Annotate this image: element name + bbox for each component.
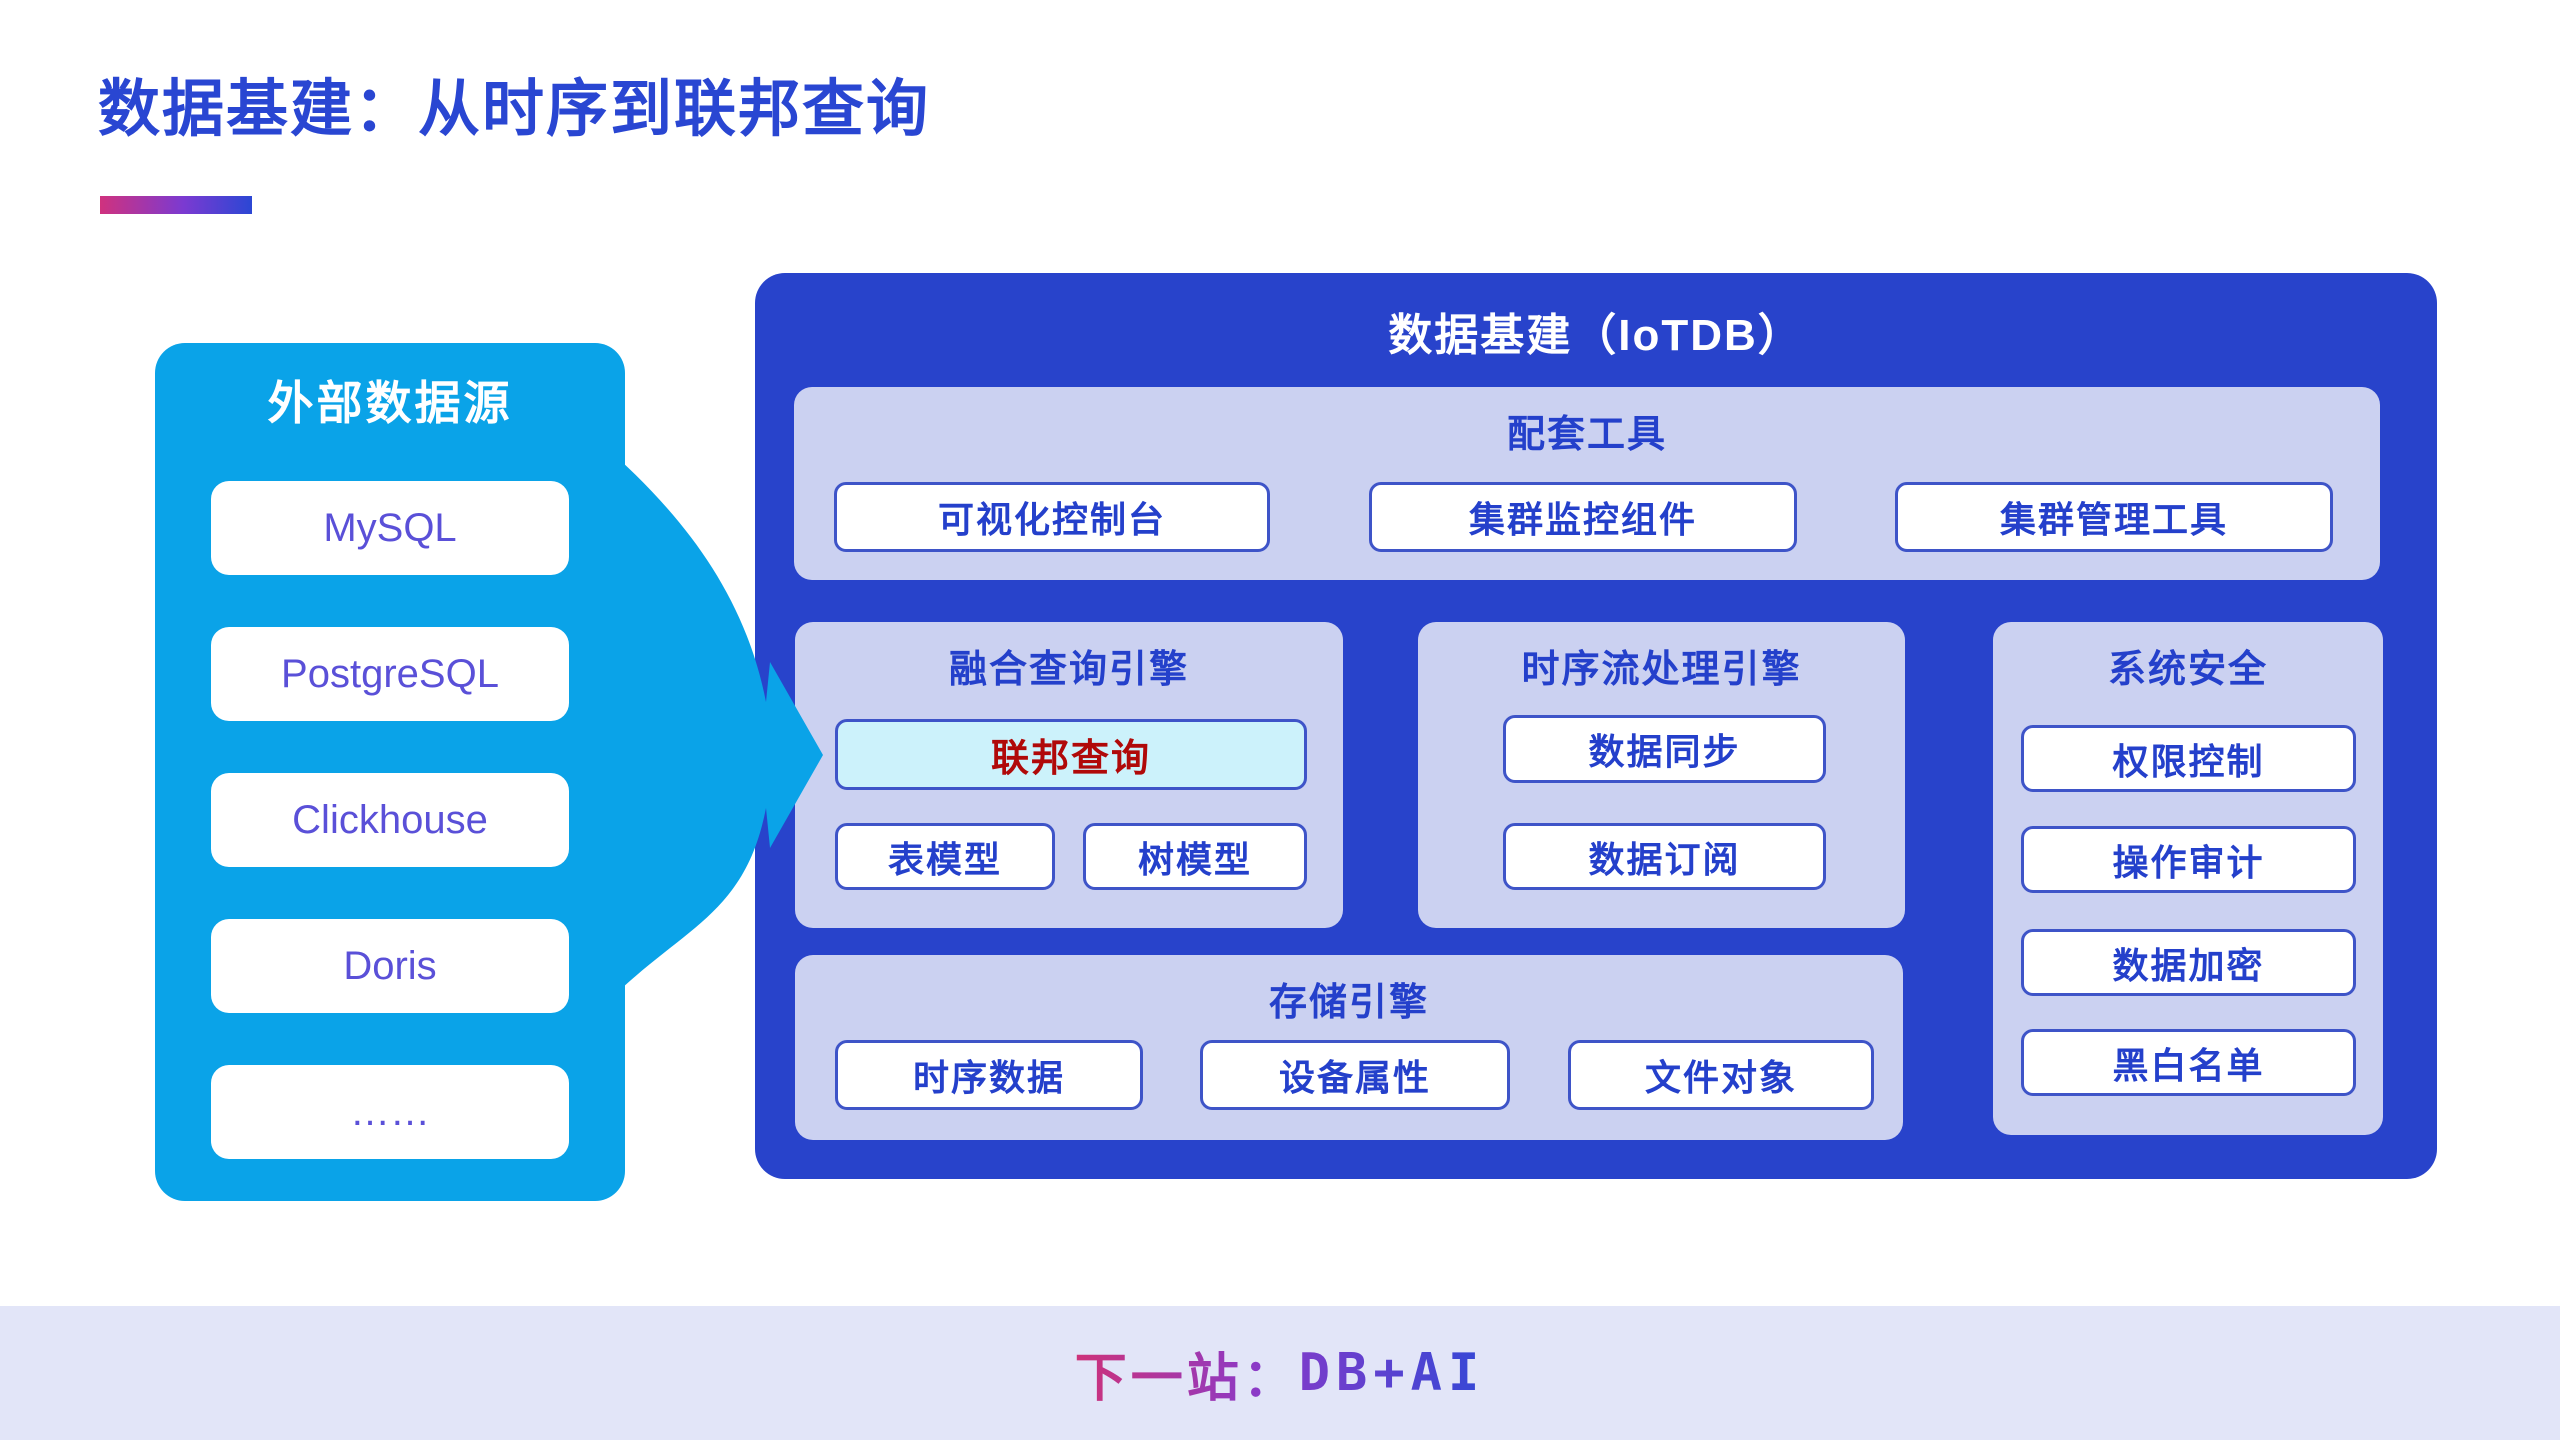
security-item-blacklist: 黑白名单 [2021, 1029, 2356, 1096]
footer-bar: 下一站： DB+AI [0, 1306, 2560, 1440]
storage-item-device-attr: 设备属性 [1200, 1040, 1510, 1110]
footer-suffix: DB+AI [1298, 1343, 1486, 1403]
model-item-table: 表模型 [835, 823, 1055, 890]
source-item-clickhouse: Clickhouse [211, 773, 569, 867]
external-sources-header: 外部数据源 [267, 377, 513, 429]
source-item-postgresql: PostgreSQL [211, 627, 569, 721]
storage-item-file-object: 文件对象 [1568, 1040, 1874, 1110]
stream-item-subscribe: 数据订阅 [1503, 823, 1826, 890]
query-engine-header: 融合查询引擎 [948, 649, 1189, 691]
tool-item-manage: 集群管理工具 [1895, 482, 2333, 552]
tool-item-console: 可视化控制台 [834, 482, 1270, 552]
security-item-audit: 操作审计 [2021, 826, 2356, 893]
security-item-encryption: 数据加密 [2021, 929, 2356, 996]
storage-item-timeseries: 时序数据 [835, 1040, 1143, 1110]
tools-header: 配套工具 [1506, 414, 1667, 456]
stream-engine-header: 时序流处理引擎 [1521, 649, 1802, 691]
source-item-mysql: MySQL [211, 481, 569, 575]
page-title: 数据基建：从时序到联邦查询 [98, 75, 931, 144]
stream-item-sync: 数据同步 [1503, 715, 1826, 783]
tools-panel: 配套工具 可视化控制台 集群监控组件 集群管理工具 [794, 387, 2380, 580]
iotdb-header: 数据基建（IoTDB） [1388, 311, 1804, 360]
title-underline [100, 196, 252, 214]
model-item-tree: 树模型 [1083, 823, 1307, 890]
footer-text: 下一站： DB+AI [1075, 1336, 1486, 1411]
security-header: 系统安全 [2107, 649, 2268, 691]
tool-item-monitor: 集群监控组件 [1369, 482, 1797, 552]
query-engine-panel: 融合查询引擎 联邦查询 表模型 树模型 [795, 622, 1343, 928]
security-item-permission: 权限控制 [2021, 725, 2356, 792]
external-sources-panel: 外部数据源 MySQL PostgreSQL Clickhouse Doris … [155, 343, 625, 1201]
flow-arrow-icon [620, 460, 823, 990]
storage-engine-panel: 存储引擎 时序数据 设备属性 文件对象 [795, 955, 1903, 1140]
iotdb-panel: 数据基建（IoTDB） 配套工具 可视化控制台 集群监控组件 集群管理工具 融合… [755, 273, 2437, 1179]
storage-engine-header: 存储引擎 [1268, 982, 1429, 1024]
source-item-doris: Doris [211, 919, 569, 1013]
footer-prefix: 下一站： [1074, 1349, 1299, 1408]
federated-query-highlight: 联邦查询 [835, 719, 1307, 790]
source-item-ellipsis: …… [211, 1065, 569, 1159]
security-panel: 系统安全 权限控制 操作审计 数据加密 黑白名单 [1993, 622, 2383, 1135]
stream-engine-panel: 时序流处理引擎 数据同步 数据订阅 [1418, 622, 1905, 928]
